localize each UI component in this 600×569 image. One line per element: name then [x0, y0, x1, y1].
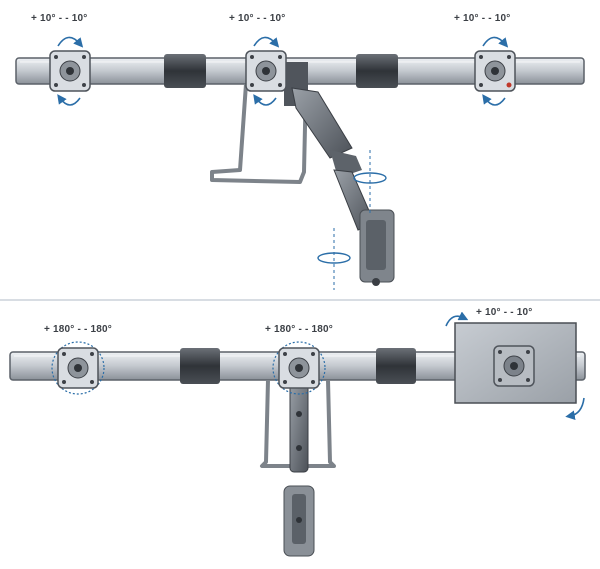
- tilt-label-center: + 10° - - 10°: [229, 13, 286, 24]
- tilt-label-left: + 10° - - 10°: [31, 13, 88, 24]
- bottom-grip-left: [180, 348, 220, 384]
- rotate-arrow-icon: [57, 36, 509, 106]
- top-gas-arm: [284, 62, 395, 286]
- bottom-vesa-plates: [51, 341, 535, 395]
- view-divider: [0, 299, 600, 301]
- top-handle: [210, 81, 308, 184]
- rotation-label-left: + 180° - - 180°: [44, 324, 112, 335]
- tilt-label-monitor: + 10° - - 10°: [476, 307, 533, 318]
- swivel-arrow-icon: [317, 150, 387, 290]
- tilt-label-right: + 10° - - 10°: [454, 13, 511, 24]
- bottom-grip-right: [376, 348, 416, 384]
- top-grip-left: [164, 54, 206, 88]
- vesa-plate-icon: [49, 50, 516, 92]
- top-grip-right: [356, 54, 398, 88]
- bottom-rotate-arrows: [445, 311, 585, 420]
- rotation-label-center: + 180° - - 180°: [265, 324, 333, 335]
- bottom-gas-arm: [283, 379, 315, 557]
